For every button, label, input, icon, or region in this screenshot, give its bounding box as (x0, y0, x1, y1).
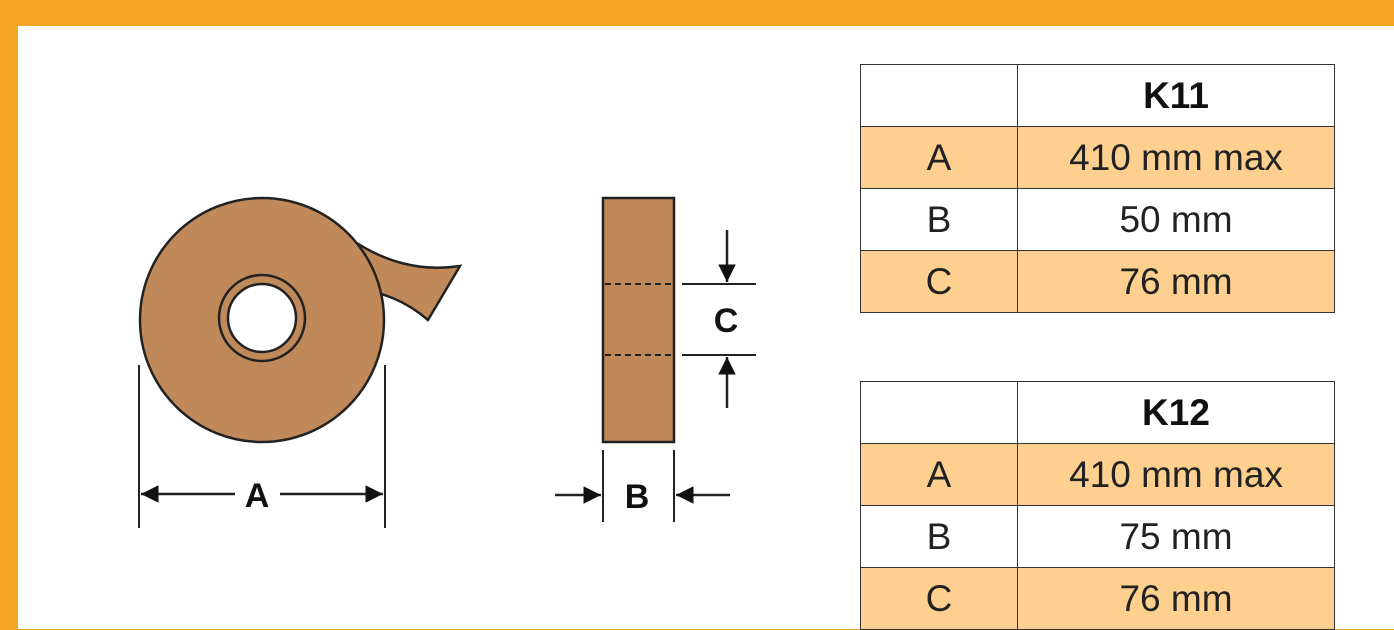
header-model-cell: K12 (1017, 381, 1335, 444)
header-empty-cell (860, 381, 1018, 444)
tape-roll-side (601, 196, 676, 444)
tape-roll-hole (226, 282, 298, 354)
header-empty-cell (860, 64, 1018, 127)
row-value-cell: 50 mm (1017, 188, 1335, 251)
row-key-cell: C (860, 567, 1018, 630)
row-value-cell: 76 mm (1017, 250, 1335, 313)
table-row: A 410 mm max (860, 443, 1335, 506)
row-key-cell: B (860, 188, 1018, 251)
row-value-cell: 410 mm max (1017, 126, 1335, 189)
header-model-cell: K11 (1017, 64, 1335, 127)
table-row: A 410 mm max (860, 126, 1335, 189)
row-value-cell: 75 mm (1017, 505, 1335, 568)
row-key-cell: A (860, 443, 1018, 506)
row-key-cell: C (860, 250, 1018, 313)
spec-table-k12: K12 A 410 mm max B 75 mm C 76 mm (860, 381, 1335, 630)
row-value-cell: 76 mm (1017, 567, 1335, 630)
tape-roll-diagram: A C B (138, 196, 756, 528)
table-row: B 75 mm (860, 505, 1335, 568)
table-header-row: K11 (860, 64, 1335, 127)
row-value-cell: 410 mm max (1017, 443, 1335, 506)
dimension-b-label: B (625, 478, 650, 516)
table-row: C 76 mm (860, 250, 1335, 313)
row-key-cell: A (860, 126, 1018, 189)
dimension-a-label: A (245, 477, 270, 515)
table-row: B 50 mm (860, 188, 1335, 251)
table-row: C 76 mm (860, 567, 1335, 630)
content-panel: A C B K11 A 410 mm max B 50 mm C (18, 26, 1394, 630)
table-header-row: K12 (860, 381, 1335, 444)
dimension-c-label: C (714, 302, 739, 340)
row-key-cell: B (860, 505, 1018, 568)
spec-table-k11: K11 A 410 mm max B 50 mm C 76 mm (860, 64, 1335, 313)
